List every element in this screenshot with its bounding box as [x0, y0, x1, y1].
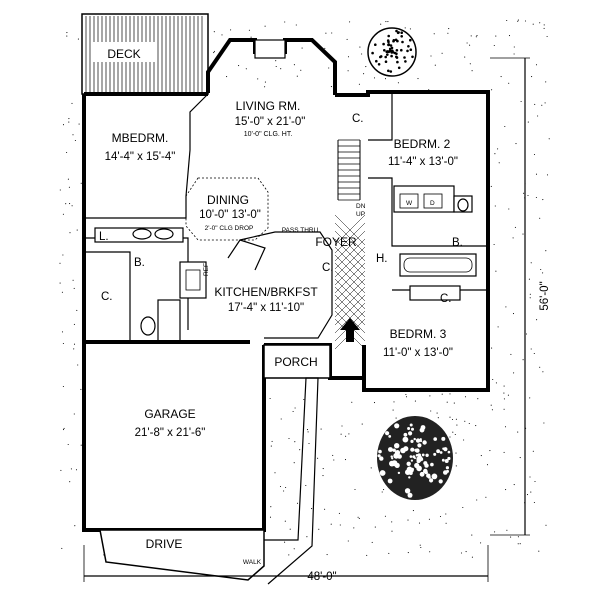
pass-thru-label: PASS THRU: [282, 227, 319, 234]
master-bedroom-dimensions: 14'-4" x 15'-4": [105, 151, 176, 163]
entry-arrow-icon: [340, 318, 360, 342]
kitchen-label: KITCHEN/BRKFST: [214, 285, 318, 299]
closet-label-1: C.: [352, 113, 364, 125]
porch-label: PORCH: [274, 355, 317, 369]
kitchen-dimensions: 17'-4" x 11'-10": [228, 302, 304, 314]
stairs-down-label: DN: [356, 203, 366, 210]
dining-label: DINING: [207, 193, 249, 207]
depth-dimension: 56'-0": [539, 281, 551, 310]
closet-label-2: C.: [101, 291, 113, 303]
dining-ceiling-note: 2'-0" CLG DROP: [205, 225, 254, 232]
living-room-ceiling-note: 10'-0" CLG. HT.: [244, 131, 293, 138]
bedroom-2-dimensions: 11'-4" x 13'-0": [388, 156, 458, 168]
garage-dimensions: 21'-8" x 21'-6": [135, 427, 206, 439]
laundry-label: L.: [99, 231, 109, 243]
deck-label: DECK: [107, 47, 140, 61]
garage-label: GARAGE: [144, 407, 195, 421]
tree-icon: [367, 27, 417, 77]
dryer-label: D: [430, 200, 435, 207]
drive-label: DRIVE: [146, 537, 183, 551]
closet-label-4: C.: [440, 293, 452, 305]
shrub-icon: [377, 416, 453, 500]
foyer-label: FOYER: [315, 235, 357, 249]
bedroom-3-dimensions: 11'-0" x 13'-0": [383, 347, 453, 359]
width-dimension: 48'-0": [307, 571, 336, 583]
living-room-label: LIVING RM.: [236, 99, 301, 113]
dimension-lines: [83, 57, 530, 582]
stairs-up-label: UP: [356, 211, 365, 218]
dining-dimensions: 10'-0" 13'-0": [199, 209, 261, 221]
walk-label: WALK: [243, 559, 262, 566]
hall-label: H.: [376, 253, 388, 265]
stair-icon: [337, 139, 361, 201]
house-walls: [82, 38, 490, 532]
closet-label-3: C.: [322, 262, 334, 274]
master-bedroom-label: MBEDRM.: [112, 131, 169, 145]
bath-label-hall: B.: [452, 237, 463, 249]
fireplace-icon: [254, 39, 286, 59]
bath-label-master: B.: [134, 257, 145, 269]
drive-walk: [99, 377, 319, 585]
bedroom-3-label: BEDRM. 3: [390, 327, 447, 341]
deck: [81, 13, 209, 95]
bedroom-2-label: BEDRM. 2: [394, 137, 451, 151]
living-room-dimensions: 15'-0" x 21'-0": [235, 116, 306, 128]
refrigerator-label: REF: [203, 263, 210, 276]
washer-label: W: [406, 200, 413, 207]
